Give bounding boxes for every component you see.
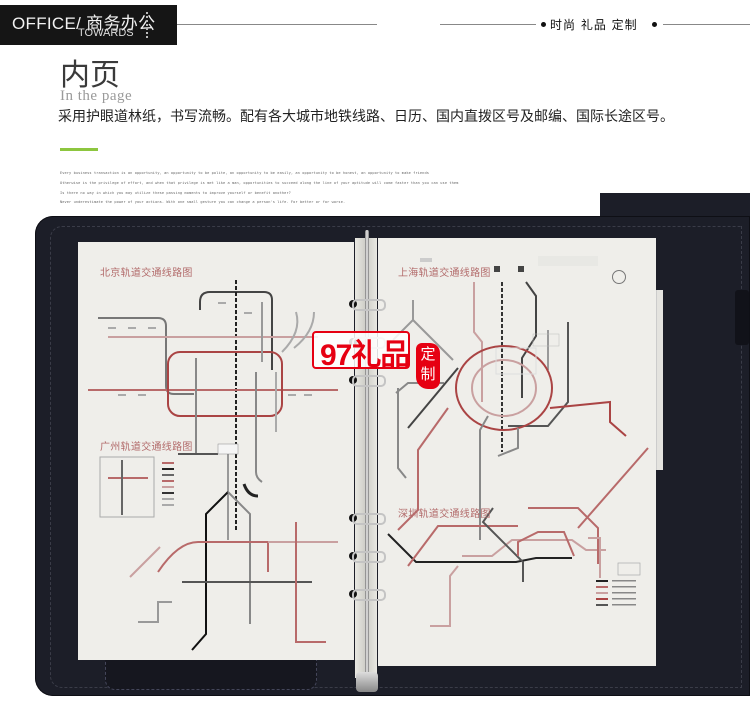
header-subtitle: TOWARDS — [78, 27, 134, 39]
watermark-frame — [312, 331, 410, 369]
binder-ring — [352, 375, 386, 387]
tagline-rule-left — [440, 24, 536, 25]
section-description: 采用护眼道林纸，书写流畅。配有各大城市地铁线路、日历、国内直拨区号及邮编、国际长… — [58, 109, 674, 125]
watermark-brand: 97礼品 — [320, 339, 410, 372]
header-rule-left — [177, 24, 377, 25]
binder-stitching — [50, 226, 742, 688]
fine-print-line: Never underestimate the power of your ac… — [60, 200, 346, 204]
right-page — [378, 238, 656, 666]
map-title-guangzhou: 广州轨道交通线路图 — [100, 442, 193, 453]
map-title-shanghai: 上海轨道交通线路图 — [398, 268, 491, 279]
metro-maps-left — [88, 280, 338, 651]
seal-stamp — [416, 343, 440, 389]
fine-print-line: Otherwise is the privilege of effort, an… — [60, 181, 459, 185]
binder-ring — [352, 513, 386, 525]
left-page — [78, 242, 354, 660]
map-title-shenzhen: 深圳轨道交通线路图 — [398, 509, 491, 520]
tagline-rule-right — [663, 24, 750, 25]
section-title-en: In the page — [60, 88, 133, 104]
north-compass-icon — [612, 270, 626, 284]
pen-loop — [735, 290, 749, 345]
fine-print-line: Every business transaction is an opportu… — [60, 171, 429, 175]
metro-maps-right — [387, 256, 649, 627]
section-title: 内页 — [60, 58, 120, 93]
accent-bar — [60, 148, 98, 151]
seal-text: 定制 — [420, 345, 436, 383]
header-tagline: 时尚 礼品 定制 — [550, 18, 638, 32]
binder-clip — [356, 672, 378, 692]
binder-ring — [352, 299, 386, 311]
fine-print-line: Is there no way in which you may utilize… — [60, 191, 291, 195]
header-title: OFFICE/ 商务办公 — [12, 14, 156, 33]
binder-ring — [352, 589, 386, 601]
binder-rod — [365, 230, 369, 692]
map-title-beijing: 北京轨道交通线路图 — [100, 268, 193, 279]
header-dotted-divider — [146, 12, 148, 38]
binder-ring — [352, 551, 386, 563]
page-index-tabs — [656, 290, 663, 470]
bullet-dot-icon — [541, 22, 546, 27]
bullet-dot-icon — [652, 22, 657, 27]
